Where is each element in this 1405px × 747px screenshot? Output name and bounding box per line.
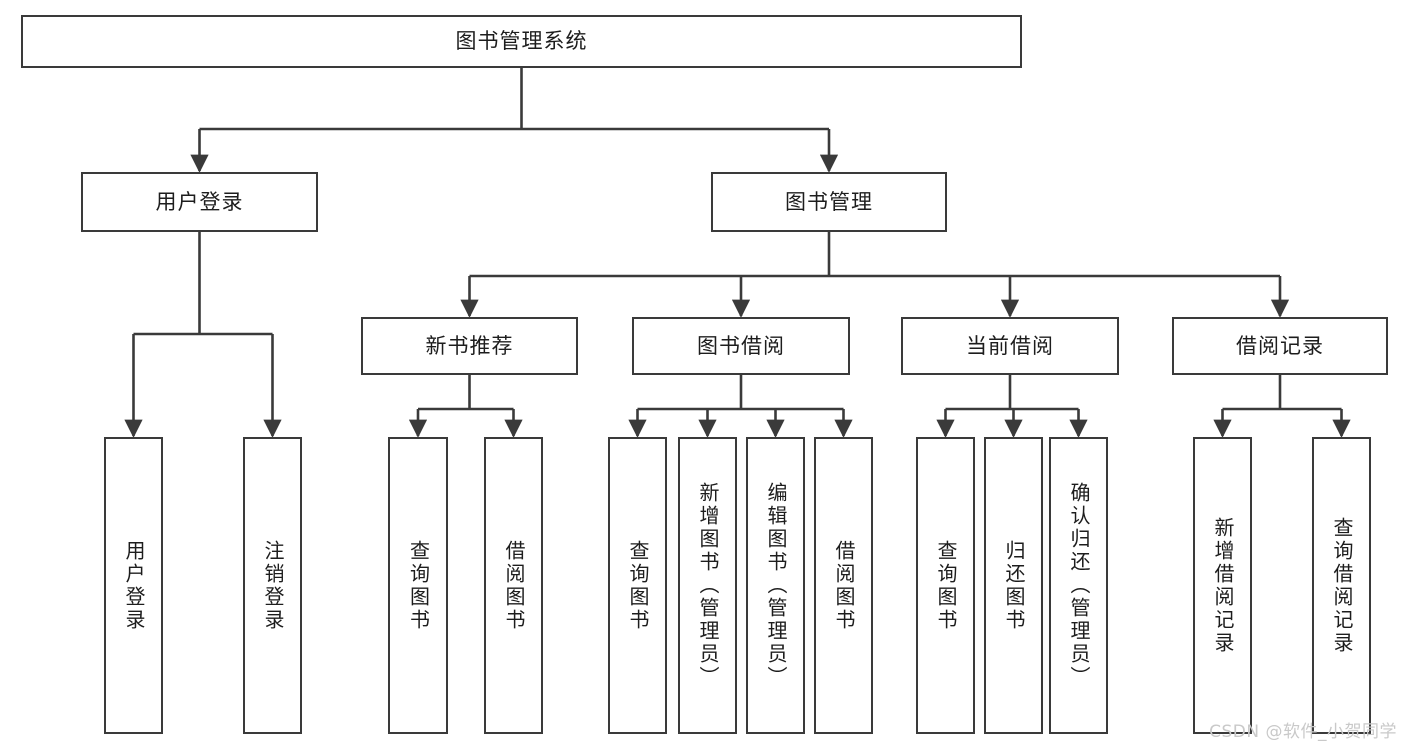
node-root[interactable]: 图书管理系统: [21, 15, 1022, 68]
node-label: 查询借阅记录: [1330, 516, 1354, 655]
node-leaf09[interactable]: 查询图书: [916, 437, 975, 734]
node-label: 借阅图书: [502, 539, 526, 632]
node-label: 查询图书: [934, 539, 958, 632]
node-leaf01[interactable]: 用户登录: [104, 437, 163, 734]
node-label: 新增借阅记录: [1211, 516, 1235, 655]
node-label: 借阅记录: [1236, 333, 1324, 358]
node-label: 用户登录: [122, 539, 146, 632]
node-leaf12[interactable]: 新增借阅记录: [1193, 437, 1252, 734]
node-label: 查询图书: [406, 539, 431, 632]
node-leaf04[interactable]: 借阅图书: [484, 437, 543, 734]
node-label: 当前借阅: [966, 333, 1054, 358]
node-label: 查询图书: [626, 539, 650, 632]
node-leaf02[interactable]: 注销登录: [243, 437, 302, 734]
node-label: 用户登录: [155, 189, 244, 214]
node-label: 确认归还（管理员）: [1067, 482, 1091, 689]
node-leaf10[interactable]: 归还图书: [984, 437, 1043, 734]
node-leaf05[interactable]: 查询图书: [608, 437, 667, 734]
node-l1b[interactable]: 图书管理: [711, 172, 947, 232]
node-leaf03[interactable]: 查询图书: [388, 437, 448, 734]
node-l2d[interactable]: 借阅记录: [1172, 317, 1388, 375]
node-label: 借阅图书: [832, 539, 856, 632]
node-leaf08[interactable]: 借阅图书: [814, 437, 873, 734]
node-leaf07[interactable]: 编辑图书（管理员）: [746, 437, 805, 734]
node-label: 归还图书: [1002, 539, 1026, 632]
node-leaf11[interactable]: 确认归还（管理员）: [1049, 437, 1108, 734]
node-label: 图书管理: [785, 189, 873, 214]
node-l2b[interactable]: 图书借阅: [632, 317, 850, 375]
node-label: 新书推荐: [425, 333, 514, 358]
node-label: 图书借阅: [697, 333, 785, 358]
node-label: 注销登录: [261, 539, 285, 632]
node-l2a[interactable]: 新书推荐: [361, 317, 578, 375]
node-label: 图书管理系统: [455, 29, 588, 53]
node-leaf06[interactable]: 新增图书（管理员）: [678, 437, 737, 734]
node-l1a[interactable]: 用户登录: [81, 172, 318, 232]
node-label: 编辑图书（管理员）: [764, 482, 788, 689]
node-label: 新增图书（管理员）: [696, 482, 720, 689]
node-leaf13[interactable]: 查询借阅记录: [1312, 437, 1371, 734]
node-l2c[interactable]: 当前借阅: [901, 317, 1119, 375]
